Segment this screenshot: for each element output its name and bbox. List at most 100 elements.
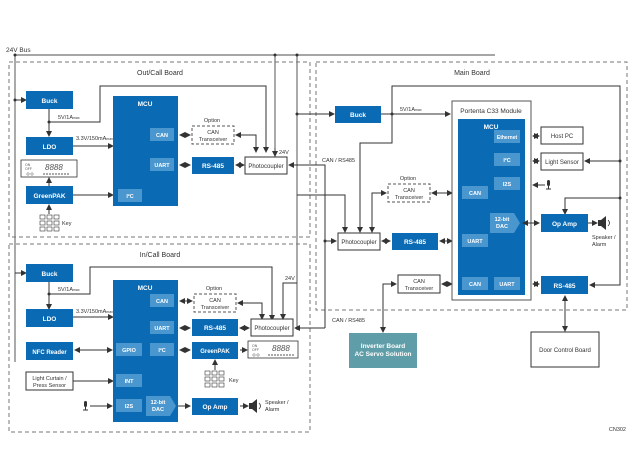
light-sensor	[540, 152, 584, 171]
svg-text:Portenta C33 Module: Portenta C33 Module	[460, 108, 522, 115]
svg-text:8888: 8888	[272, 344, 290, 353]
svg-text:Door Control Board: Door Control Board	[539, 348, 591, 354]
svg-text:CAN: CAN	[403, 188, 415, 194]
svg-text:OFF: OFF	[25, 167, 32, 171]
main-board-frame	[315, 61, 628, 311]
svg-text:Host PC: Host PC	[551, 134, 574, 140]
main-mcu-i2c	[494, 153, 520, 166]
in-ldo	[26, 309, 73, 327]
in-keypad-icon	[204, 370, 225, 388]
main-buck	[335, 106, 381, 123]
out-buck-output: 5V/1Amax	[58, 115, 80, 121]
main-can-transceiver-option	[387, 183, 431, 203]
svg-text:MCU: MCU	[484, 124, 499, 131]
main-mcu-can	[462, 186, 488, 199]
main-speaker-icon	[598, 216, 610, 230]
svg-text:GPIO: GPIO	[122, 348, 136, 354]
svg-text:Buck: Buck	[42, 271, 58, 278]
in-op-amp	[192, 398, 238, 415]
svg-text:CAN: CAN	[413, 279, 425, 285]
in-mcu-gpio	[116, 343, 142, 356]
out-ldo	[26, 137, 73, 155]
out-greenpak	[26, 186, 73, 204]
24v-bus: 24V Bus	[6, 47, 495, 362]
svg-text:CAN: CAN	[469, 282, 481, 288]
svg-text:12-bit: 12-bit	[495, 217, 510, 223]
svg-text:Inverter Board: Inverter Board	[361, 343, 405, 350]
svg-text:Photocoupler: Photocoupler	[254, 326, 289, 332]
main-rs485-right	[541, 276, 588, 294]
svg-text:RS-485: RS-485	[202, 163, 224, 170]
svg-text:RS-485: RS-485	[204, 325, 226, 332]
door-control-board	[530, 331, 600, 368]
svg-text:UART: UART	[499, 282, 515, 288]
in-display: ON OFF 8888	[247, 340, 299, 359]
main-mcu	[458, 119, 525, 295]
svg-text:UART: UART	[467, 239, 483, 245]
main-board: Buck 5V/1Amax CAN / RS485 Option CAN Tra…	[289, 85, 622, 333]
svg-text:UART: UART	[154, 326, 170, 332]
svg-text:UART: UART	[154, 163, 170, 169]
main-op-amp	[541, 214, 588, 232]
svg-text:Buck: Buck	[350, 112, 366, 119]
svg-text:DAC: DAC	[496, 224, 508, 230]
svg-text:12-bit: 12-bit	[151, 400, 166, 406]
out-board-title: Out/Call Board	[137, 70, 183, 77]
out-rs485	[192, 157, 234, 174]
out-mcu-uart	[150, 158, 174, 171]
svg-text:RS-485: RS-485	[553, 283, 575, 290]
svg-text:GreenPAK: GreenPAK	[33, 193, 65, 200]
svg-text:I2S: I2S	[503, 182, 512, 188]
svg-text:I²C: I²C	[126, 193, 133, 200]
svg-text:Transceiver: Transceiver	[405, 286, 434, 292]
in-speaker-icon	[249, 399, 261, 413]
svg-text:MCU: MCU	[138, 101, 153, 108]
in-mcu-can	[150, 294, 174, 307]
in-mcu-i2s	[116, 399, 142, 412]
in-mcu-int	[116, 374, 142, 387]
out-mcu-can	[150, 128, 174, 141]
in-photocoupler	[250, 318, 294, 337]
svg-text:CAN: CAN	[209, 298, 221, 304]
in-mcu-uart	[150, 321, 174, 334]
main-mcu-dac	[490, 213, 520, 233]
svg-text:DAC: DAC	[152, 407, 164, 413]
svg-text:OFF: OFF	[252, 348, 259, 352]
svg-text:Op Amp: Op Amp	[202, 404, 227, 411]
svg-text:Press Sensor: Press Sensor	[33, 383, 66, 389]
out-photocoupler	[244, 156, 288, 175]
out-mcu	[113, 96, 178, 206]
svg-text:I²C: I²C	[158, 347, 165, 354]
main-rs485-left	[392, 233, 438, 250]
svg-text:CAN: CAN	[207, 130, 219, 136]
svg-text:INT: INT	[125, 379, 135, 385]
svg-text:I2S: I2S	[125, 404, 134, 410]
svg-text:CAN: CAN	[156, 133, 168, 139]
main-mcu-i2s	[494, 177, 520, 190]
svg-text:CAN / RS485: CAN / RS485	[322, 158, 355, 164]
main-mcu-can2	[462, 277, 488, 290]
svg-text:LDO: LDO	[43, 316, 57, 323]
svg-text:CAN: CAN	[156, 299, 168, 305]
host-pc	[540, 126, 584, 145]
svg-text:24V: 24V	[285, 276, 295, 282]
out-ldo-output: 3.3V/150mAmax	[76, 136, 113, 142]
main-photocoupler	[337, 232, 381, 251]
svg-text:CAN: CAN	[469, 191, 481, 197]
main-microphone-icon	[546, 180, 551, 190]
svg-text:Photocoupler: Photocoupler	[341, 240, 376, 246]
in-rs485	[192, 319, 238, 336]
svg-text:Light Sensor: Light Sensor	[545, 160, 579, 166]
out-keypad-icon	[39, 214, 60, 232]
out-key-label: Key	[62, 221, 72, 227]
main-buck-output: 5V/1Amax	[400, 107, 422, 113]
out-board-frame	[8, 61, 311, 238]
inverter-board	[349, 333, 417, 368]
svg-text:Key: Key	[229, 378, 239, 384]
svg-text:LDO: LDO	[43, 144, 57, 151]
svg-text:Speaker /: Speaker /	[592, 235, 616, 241]
svg-text:Speaker /: Speaker /	[265, 400, 289, 406]
in-board-title: In/Call Board	[140, 252, 181, 259]
svg-text:ON: ON	[25, 163, 31, 167]
